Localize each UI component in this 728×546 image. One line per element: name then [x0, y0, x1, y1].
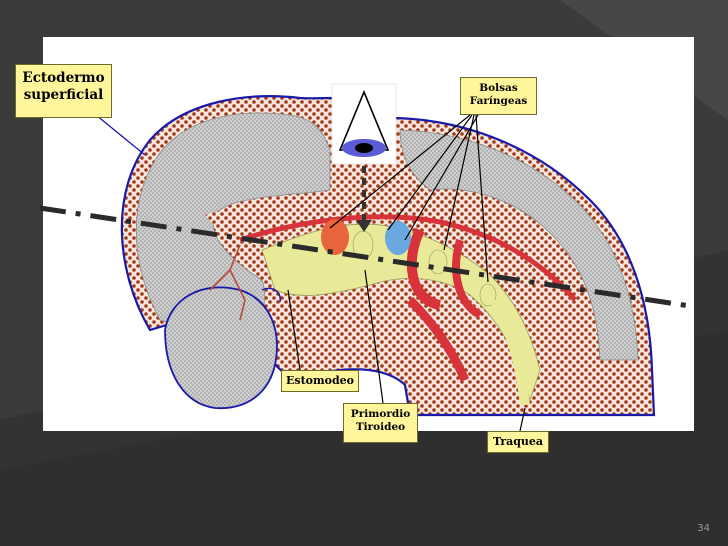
leader-ectodermo [95, 114, 146, 156]
label-primordio-line2: Tiroideo [355, 421, 406, 434]
label-primordio-tiroideo: Primordio Tiroideo [343, 403, 418, 443]
pharyngeal-endoderm [261, 223, 541, 402]
label-bolsas-line1: Bolsas [479, 82, 518, 94]
label-primordio-line1: Primordio [350, 408, 411, 420]
label-estomodeo: Estomodeo [281, 370, 359, 392]
eye-pupil [355, 143, 373, 153]
label-ectodermo-line2: superficial [23, 86, 104, 103]
label-bolsas-line2: Faríngeas [469, 95, 528, 108]
pouch-blue [385, 221, 411, 255]
leader-traquea [519, 407, 526, 432]
forebrain-lobe [164, 286, 278, 409]
trachea [490, 297, 530, 406]
neural-tissue-dorsal [399, 129, 639, 361]
label-bolsas-faringeas: Bolsas Faríngeas [460, 77, 537, 115]
vessel-dorsal [239, 214, 577, 302]
neural-tissue [135, 112, 331, 346]
vessel-small [209, 244, 246, 321]
slide-number: 34 [697, 523, 710, 534]
vessel-arch-1 [406, 227, 442, 310]
leader-bolsas [329, 114, 489, 283]
pouch-yellow-3 [479, 283, 497, 307]
pouch-yellow-2 [428, 249, 448, 275]
label-ectodermo-line1: Ectodermo [22, 70, 105, 86]
vessel-ventral [406, 296, 470, 382]
label-ectodermo-superficial: Ectodermo superficial [15, 64, 112, 118]
view-arrow-head [356, 220, 372, 232]
vessel-arch-2 [452, 238, 483, 319]
section-cut-line [39, 205, 691, 309]
pouch-orange [321, 219, 349, 255]
leader-estomodeo [287, 289, 301, 371]
label-traquea: Traquea [487, 431, 549, 453]
leader-primordio [364, 269, 384, 404]
stomodeum [261, 287, 281, 303]
